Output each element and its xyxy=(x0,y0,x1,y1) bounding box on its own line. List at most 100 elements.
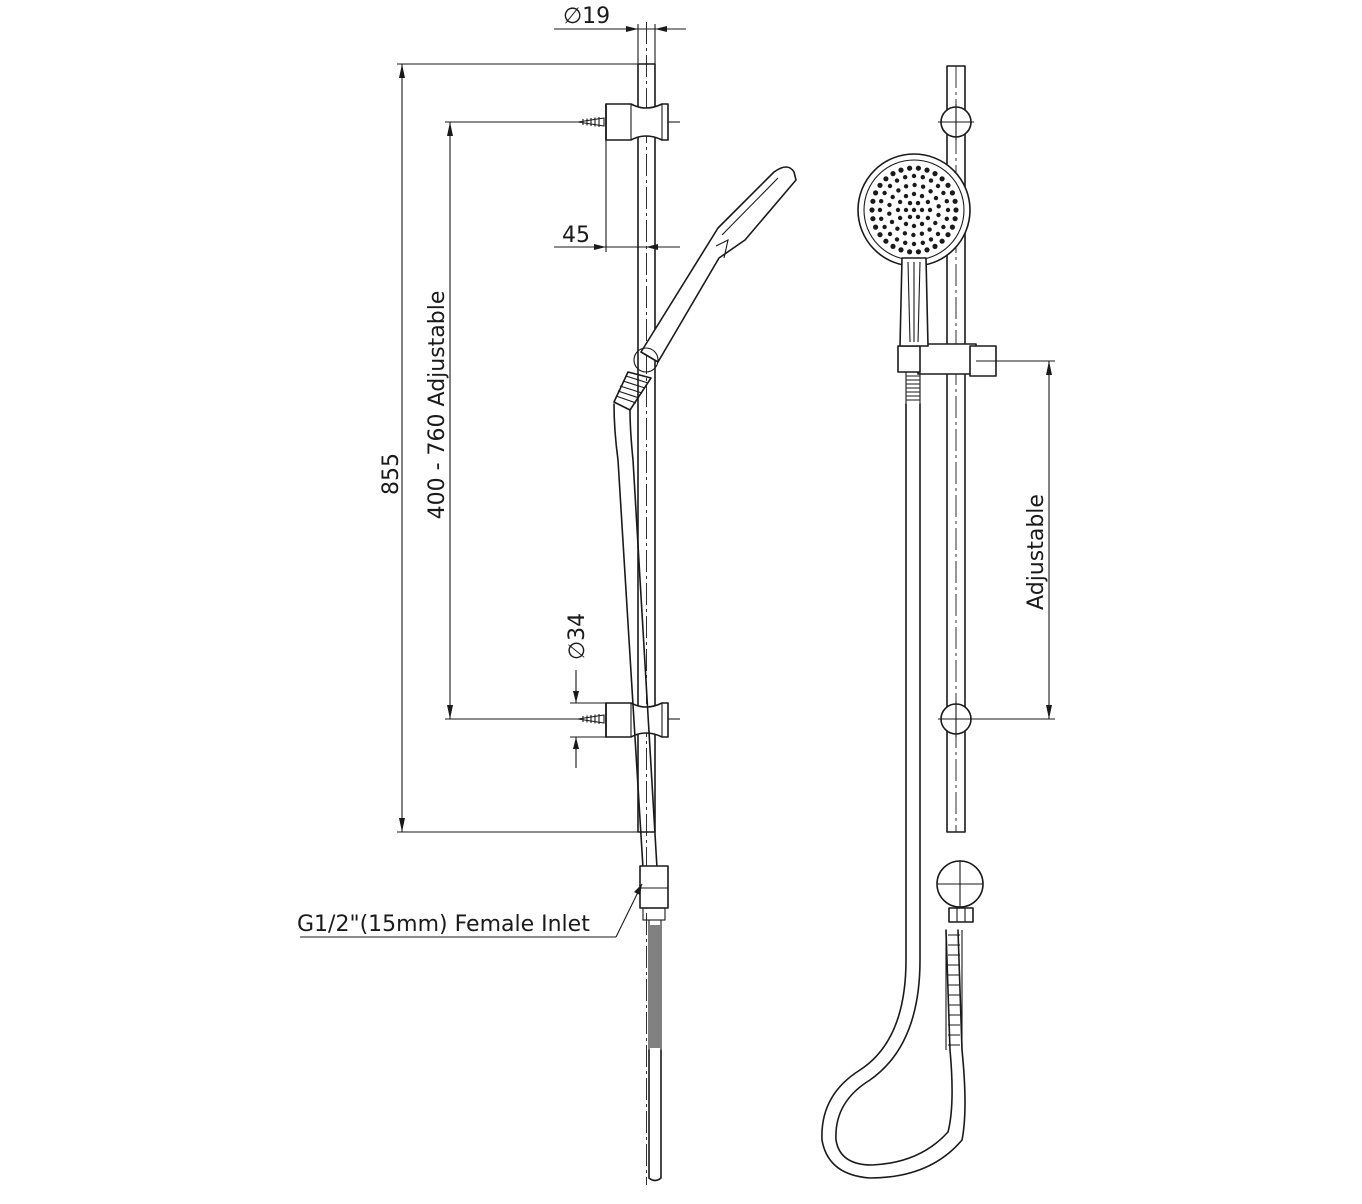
nozzle-dot xyxy=(890,171,896,177)
nozzle-dot xyxy=(919,231,925,236)
nozzle-dot xyxy=(939,238,945,244)
nozzle-dot xyxy=(932,243,938,249)
dim-front-adjustable: Adjustable xyxy=(974,360,1055,720)
nozzle-dot xyxy=(903,193,909,199)
nozzle-dot xyxy=(953,207,959,213)
nozzle-dot xyxy=(935,183,941,189)
inlet-label: G1/2"(15mm) Female Inlet xyxy=(297,912,590,937)
nozzle-dot xyxy=(920,240,925,245)
nozzle-dot xyxy=(952,216,958,222)
nozzle-dot xyxy=(919,221,925,227)
nozzle-dot xyxy=(915,165,922,171)
nozzle-dot xyxy=(890,194,895,200)
nozzle-dot xyxy=(902,231,908,236)
nozzle-dot xyxy=(882,224,887,230)
nozzle-dot xyxy=(941,224,946,230)
front-wall-outlet xyxy=(936,860,984,923)
dim-rail-diameter: ∅19 xyxy=(554,4,686,64)
dim-bracket-spacing: 400 - 760 Adjustable xyxy=(425,121,578,720)
nozzle-dot xyxy=(887,183,893,189)
side-hose xyxy=(613,403,658,869)
nozzle-dot xyxy=(887,202,892,208)
side-view: ∅19 855 400 - 760 Adjustable xyxy=(297,4,797,1185)
bracket-offset-label: 45 xyxy=(562,223,590,248)
nozzle-dot xyxy=(903,221,909,227)
nozzle-dot xyxy=(896,188,901,193)
spray-nozzles xyxy=(869,165,959,255)
nozzle-dot xyxy=(944,216,949,221)
front-view: Adjustable xyxy=(821,65,1055,1179)
nozzle-dot xyxy=(897,199,903,205)
overall-height-label: 855 xyxy=(379,453,404,495)
nozzle-dot xyxy=(924,247,930,253)
nozzle-dot xyxy=(894,237,900,242)
front-adjustable-label: Adjustable xyxy=(1024,494,1049,610)
nozzle-dot xyxy=(890,243,896,249)
bottom-wall-screw xyxy=(577,714,605,724)
svg-text:∅19: ∅19 xyxy=(563,4,610,29)
dim-bracket-diameter: ∅34 xyxy=(565,613,606,768)
nozzle-dot xyxy=(877,207,883,213)
bottom-wall-bracket xyxy=(605,702,680,738)
nozzle-dot xyxy=(869,207,875,213)
nozzle-dot xyxy=(879,216,884,221)
nozzle-dot xyxy=(920,184,926,189)
nozzle-dot xyxy=(949,224,956,230)
nozzle-dot xyxy=(907,200,913,206)
svg-text:∅34: ∅34 xyxy=(565,613,590,660)
nozzle-dot xyxy=(941,190,946,196)
nozzle-dot xyxy=(889,219,895,225)
nozzle-dot xyxy=(925,199,931,205)
nozzle-dot xyxy=(883,238,889,244)
side-rail xyxy=(637,22,656,1185)
nozzle-dot xyxy=(898,247,904,253)
front-slider-holder xyxy=(897,343,1010,377)
nozzle-dot xyxy=(928,237,934,242)
nozzle-dot xyxy=(911,173,917,179)
nozzle-dot xyxy=(936,204,941,209)
nozzle-dot xyxy=(903,240,908,245)
bracket-spacing-label: 400 - 760 Adjustable xyxy=(425,291,450,520)
side-wall-inlet xyxy=(639,865,669,1182)
nozzle-dot xyxy=(883,176,889,182)
nozzle-dot xyxy=(927,207,933,213)
nozzle-dot xyxy=(911,207,917,213)
nozzle-dot xyxy=(928,189,933,194)
nozzle-dot xyxy=(920,175,925,180)
top-wall-bracket xyxy=(605,103,680,141)
nozzle-dot xyxy=(945,232,951,238)
nozzle-dot xyxy=(907,214,913,220)
nozzle-dot xyxy=(949,190,956,196)
nozzle-dot xyxy=(936,212,941,218)
nozzle-dot xyxy=(894,178,900,183)
nozzle-dot xyxy=(903,184,909,189)
nozzle-dot xyxy=(919,193,925,199)
rail-diameter-value: 19 xyxy=(582,4,610,29)
nozzle-dot xyxy=(933,195,939,201)
nozzle-dot xyxy=(877,232,883,238)
nozzle-dot xyxy=(939,176,945,182)
nozzle-dot xyxy=(915,249,922,255)
nozzle-dot xyxy=(911,232,916,238)
nozzle-dot xyxy=(897,215,903,221)
dim-bracket-offset: 45 xyxy=(554,140,680,252)
nozzle-dot xyxy=(870,216,876,222)
front-hose xyxy=(821,372,966,1179)
nozzle-dot xyxy=(944,199,949,204)
nozzle-dot xyxy=(932,171,938,177)
nozzle-dot xyxy=(945,182,951,188)
nozzle-dot xyxy=(911,191,917,197)
nozzle-dot xyxy=(915,200,921,206)
nozzle-dot xyxy=(911,223,917,229)
inlet-callout: G1/2"(15mm) Female Inlet xyxy=(297,883,643,938)
nozzle-dot xyxy=(933,220,938,226)
nozzle-dot xyxy=(927,227,932,232)
front-bottom-bracket xyxy=(938,701,974,737)
nozzle-dot xyxy=(873,190,879,196)
bracket-diameter-value: 34 xyxy=(565,613,590,641)
nozzle-dot xyxy=(907,249,913,255)
front-top-bracket xyxy=(938,104,974,140)
nozzle-dot xyxy=(870,198,876,204)
nozzle-dot xyxy=(895,207,901,213)
